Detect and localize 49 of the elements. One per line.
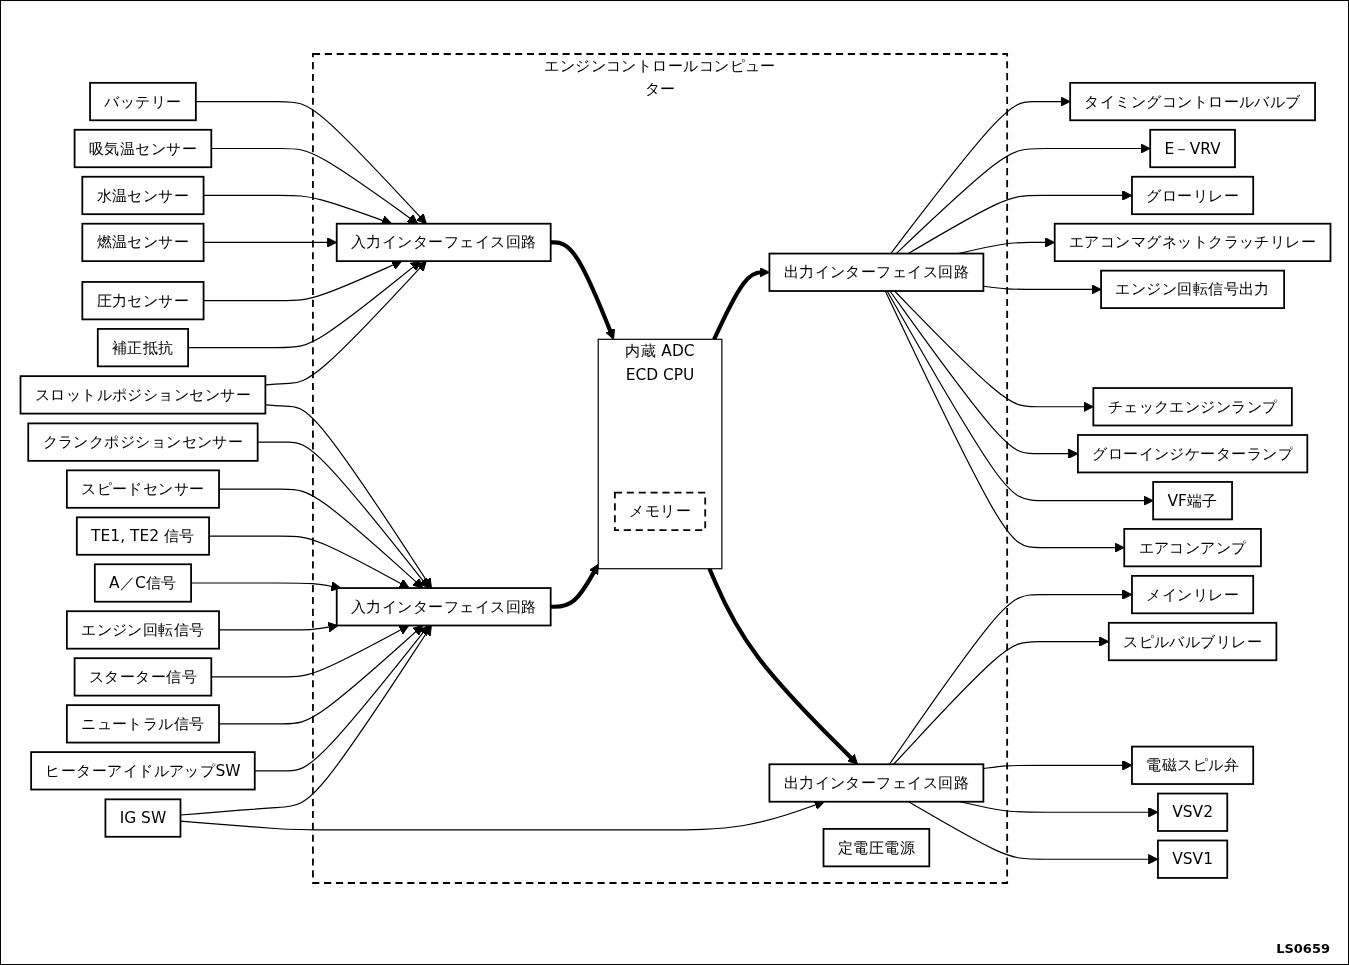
node-box: 圧力センサー	[81, 281, 205, 321]
figure-code: LS0659	[1276, 941, 1330, 956]
node-box: 定電圧電源	[822, 828, 931, 868]
node-box: エンジン回転信号	[66, 610, 220, 650]
node-box: 補正抵抗	[96, 328, 189, 368]
node-box: ヒーターアイドルアップSW	[30, 751, 256, 791]
node-box: 電磁スピル弁	[1131, 745, 1255, 785]
node-box: スピルバルブリレー	[1107, 621, 1278, 662]
node-box: VF端子	[1152, 481, 1233, 521]
arrow	[195, 100, 427, 225]
node-box: E－VRV	[1149, 128, 1236, 169]
arrow	[550, 563, 599, 609]
node-box: チェックエンジンランプ	[1092, 387, 1293, 427]
node-box: 入力インターフェイス回路	[335, 587, 552, 627]
node-box: グローインジケーターランプ	[1077, 434, 1309, 474]
node-box: IG SW	[104, 798, 182, 838]
node-box: エアコンアンプ	[1123, 528, 1262, 568]
arrow	[894, 290, 1094, 412]
node-box: クランクポジションセンサー	[27, 422, 259, 462]
node-box: A／C信号	[93, 563, 192, 603]
node-box: スロットルポジションセンサー	[19, 375, 267, 415]
node-box: エンジン回転信号出力	[1100, 269, 1286, 309]
node-box: 入力インターフェイス回路	[335, 222, 552, 263]
node-box: 出力インターフェイス回路	[768, 763, 985, 803]
node-box: メモリー	[614, 491, 707, 531]
node-box: グローリレー	[1131, 175, 1255, 216]
arrow	[707, 567, 859, 765]
arrow	[890, 96, 1071, 255]
arrow	[712, 267, 770, 341]
node-box: 吸気温センサー	[73, 128, 213, 169]
node-box: タイミングコントロールバルブ	[1069, 81, 1316, 122]
arrow	[895, 143, 1151, 255]
arrow	[254, 625, 430, 772]
node-box: VSV1	[1157, 839, 1229, 879]
node-box: VSV2	[1157, 792, 1229, 832]
node-box: バッテリー	[89, 81, 197, 122]
node-box: エアコンマグネットクラッチリレー	[1053, 222, 1332, 263]
node-box: メインリレー	[1131, 574, 1255, 615]
arrow	[886, 290, 1154, 506]
node-box: TE1, TE2 信号	[75, 516, 210, 556]
arrow	[550, 240, 615, 340]
node-box: ニュートラル信号	[66, 704, 220, 744]
node-box: スピードセンサー	[66, 469, 220, 509]
node-box: 水温センサー	[81, 175, 205, 216]
node-box: 燃温センサー	[81, 222, 205, 263]
node-box: スターター信号	[73, 657, 213, 697]
arrow	[257, 441, 430, 589]
arrow	[884, 290, 1125, 553]
node-box: 出力インターフェイス回路	[768, 252, 985, 292]
